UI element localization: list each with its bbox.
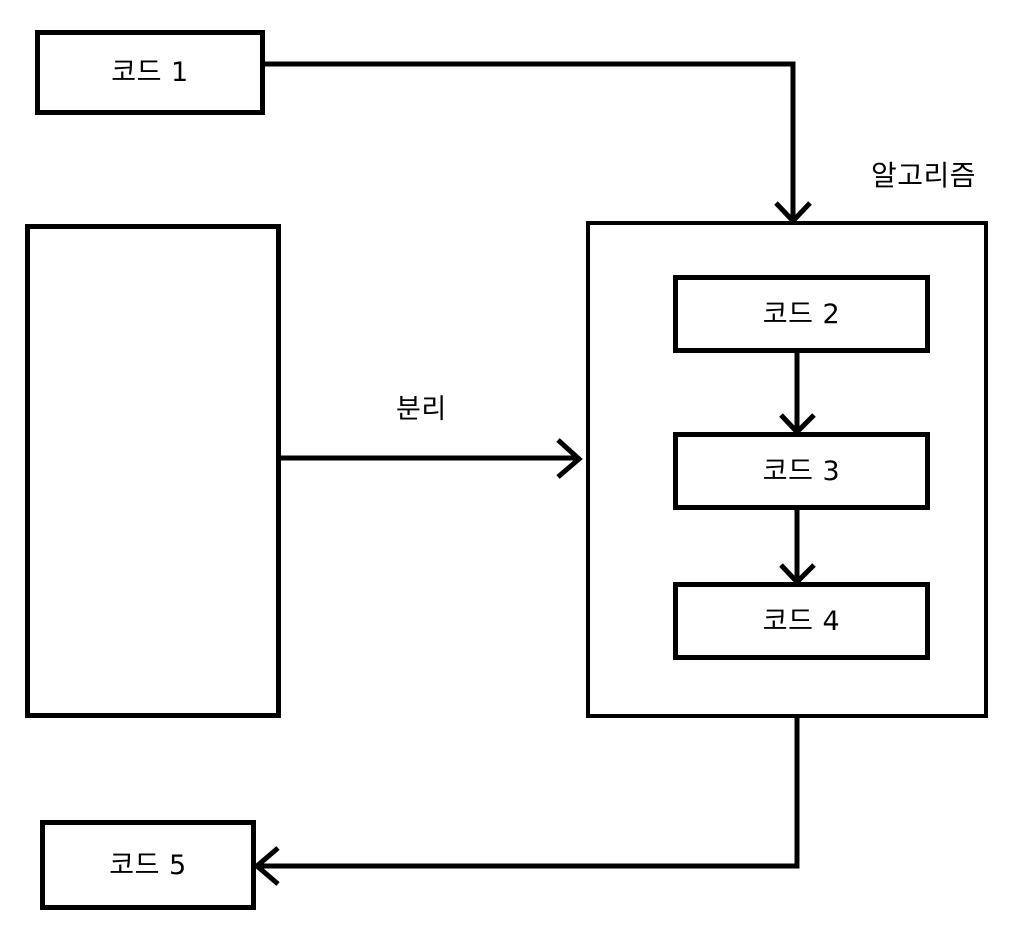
node-box-source-empty[interactable] xyxy=(25,224,281,718)
edge-label-separation: 분리 xyxy=(396,394,447,425)
edge-group-to-code5 xyxy=(253,716,800,886)
node-box-code5[interactable] xyxy=(40,820,256,910)
group-label-algorithm: 알고리즘 xyxy=(871,159,977,192)
edge-source-to-group xyxy=(281,438,583,479)
edge-code3-to-code4 xyxy=(779,510,816,586)
node-box-code4[interactable] xyxy=(673,582,930,660)
edge-code1-to-group xyxy=(265,61,812,225)
node-box-code2[interactable] xyxy=(673,275,930,353)
edge-code2-to-code3 xyxy=(779,352,816,436)
node-box-code3[interactable] xyxy=(673,432,930,510)
node-box-code1[interactable] xyxy=(35,30,265,115)
